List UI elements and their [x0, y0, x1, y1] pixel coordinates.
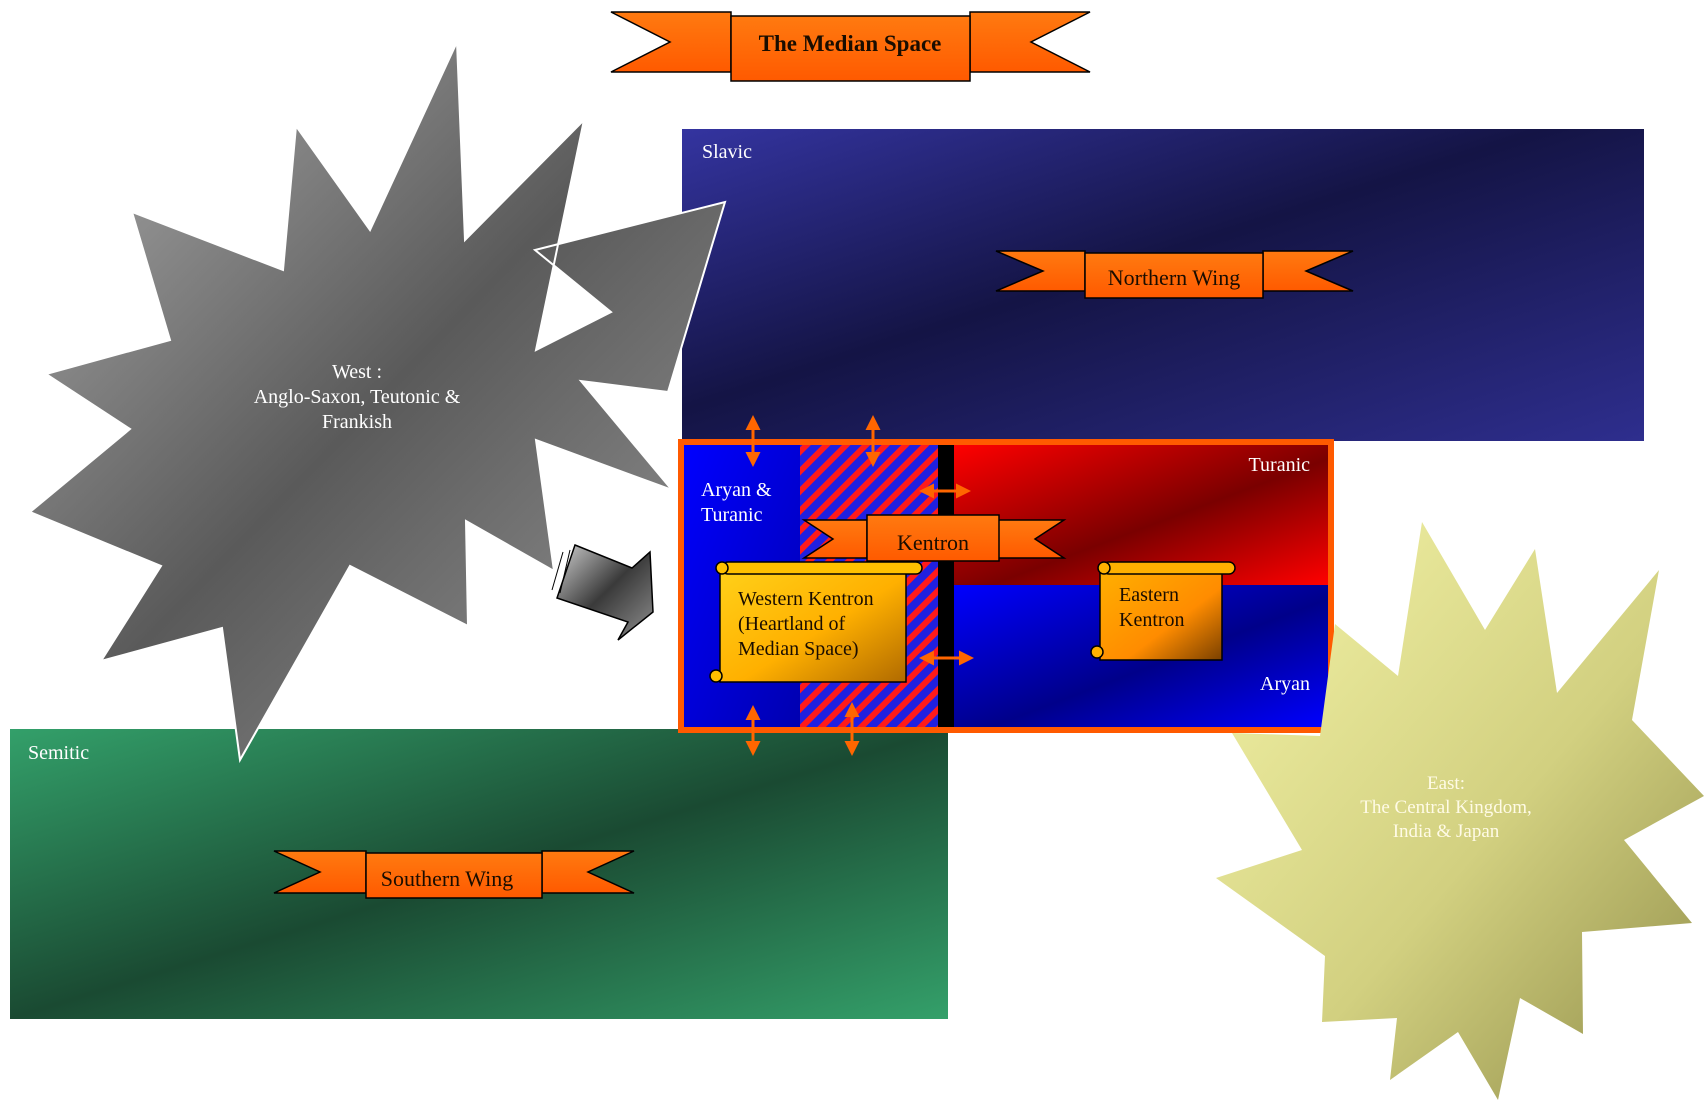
eastern-kentron-line2: Kentron [1119, 609, 1185, 631]
semitic-label: Semitic [28, 742, 89, 764]
kentron-border [678, 439, 1334, 733]
aryan-label: Aryan [1260, 673, 1310, 695]
exchange-arrows [745, 415, 974, 756]
eastern-kentron-scroll: Eastern Kentron [1090, 561, 1236, 661]
west-to-kentron-arrow [551, 544, 654, 641]
western-kentron-scroll: Western Kentron (Heartland of Median Spa… [709, 561, 923, 683]
aryan-turanic-label-line1: Aryan & [701, 479, 772, 501]
east-label-line3: India & Japan [1393, 821, 1500, 842]
west-label-line3: Frankish [322, 411, 392, 433]
east-label-line1: East: [1427, 773, 1465, 794]
turanic-label: Turanic [1249, 454, 1311, 476]
aryan-turanic-label-line2: Turanic [701, 504, 763, 526]
northern-wing-banner: Northern Wing [995, 250, 1354, 299]
eastern-kentron-line1: Eastern [1119, 584, 1179, 606]
western-kentron-line3: Median Space) [738, 638, 859, 660]
southern-wing-label: Southern Wing [381, 866, 514, 891]
kentron-divider [938, 445, 954, 727]
west-starburst: West : Anglo-Saxon, Teutonic & Frankish [28, 41, 727, 764]
title-banner: The Median Space [610, 11, 1091, 82]
northern-wing-label: Northern Wing [1108, 265, 1241, 290]
west-label-line2: Anglo-Saxon, Teutonic & [254, 386, 461, 408]
western-kentron-line2: (Heartland of [738, 613, 846, 635]
slavic-label: Slavic [702, 141, 752, 163]
kentron-banner-label: Kentron [897, 530, 969, 555]
western-kentron-line1: Western Kentron [738, 588, 874, 610]
page-title: The Median Space [759, 31, 942, 56]
west-label-line1: West : [332, 361, 382, 383]
southern-wing-banner: Southern Wing [273, 850, 635, 899]
kentron-banner: Kentron [801, 514, 1067, 562]
east-label-line2: The Central Kingdom, [1360, 797, 1532, 818]
east-starburst: East: The Central Kingdom, India & Japan [1216, 522, 1704, 1100]
